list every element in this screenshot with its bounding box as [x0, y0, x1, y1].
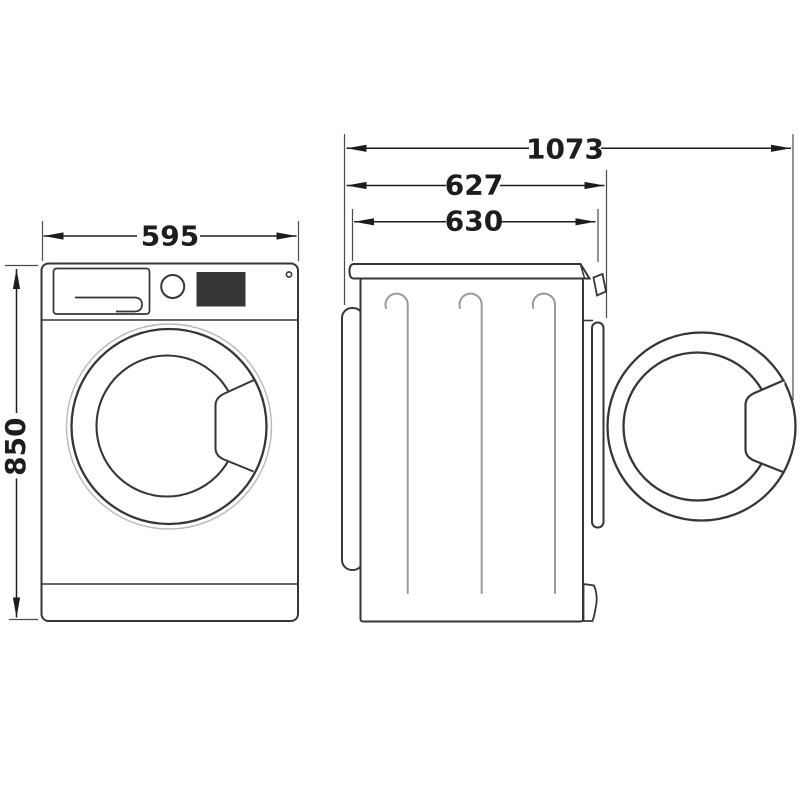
side-panel-rib	[384, 292, 409, 594]
front-view	[40, 262, 299, 622]
height-value: 850	[0, 417, 32, 475]
dimension-depth-door-open: 1073	[343, 133, 794, 400]
detergent-drawer	[52, 267, 151, 315]
door-handle	[214, 379, 255, 473]
depth-top-value: 630	[445, 205, 503, 238]
top-lid-corner-line	[579, 264, 586, 279]
door-frame-strip	[591, 321, 605, 529]
dimension-height: 850	[0, 264, 38, 621]
front-foot-curve	[582, 582, 598, 622]
depth-value: 627	[445, 169, 503, 202]
side-body	[359, 277, 584, 623]
open-door-handle	[744, 378, 785, 474]
side-panel-rib	[458, 292, 483, 594]
program-knob	[160, 274, 186, 299]
side-view	[341, 263, 797, 623]
top-lid	[348, 263, 592, 280]
door-latch	[592, 272, 608, 297]
detergent-drawer-handle-line	[75, 296, 143, 313]
dimension-front-width: 595	[41, 220, 300, 261]
front-width-value: 595	[141, 220, 199, 253]
depth-door-open-value: 1073	[526, 133, 604, 166]
dimension-depth-top: 630	[351, 205, 599, 262]
dimension-depth: 627	[346, 169, 608, 318]
power-indicator-dot	[285, 271, 293, 278]
side-panel-rib	[531, 292, 556, 594]
door-outer-halo-ring	[65, 323, 273, 530]
display-screen	[196, 272, 246, 307]
